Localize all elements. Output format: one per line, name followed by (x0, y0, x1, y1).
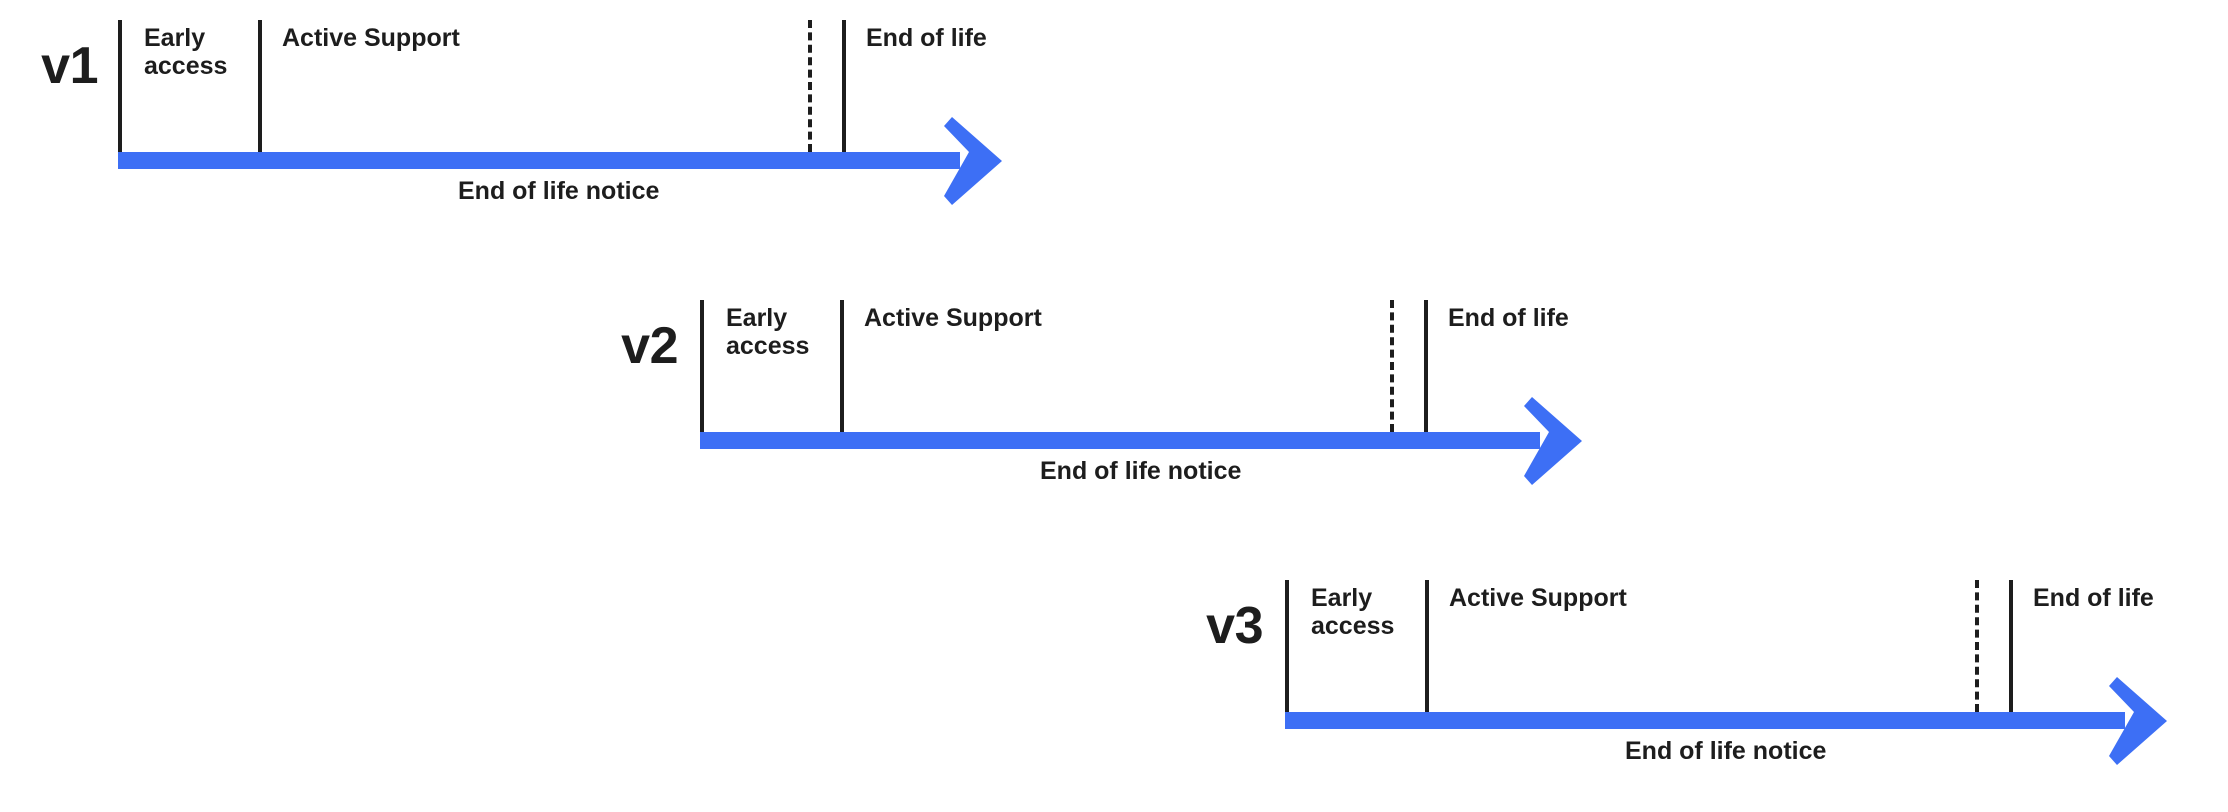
divider-active-support (1425, 580, 1429, 712)
phase-label-active-support: Active Support (864, 304, 1042, 332)
divider-end-of-life-notice (1390, 300, 1394, 432)
version-label-v1: v1 (41, 37, 98, 95)
timeline-bar-v3 (1285, 712, 2125, 729)
phase-label-end-of-life: End of life (2033, 584, 2154, 612)
divider-start (1285, 580, 1289, 712)
divider-end-of-life (2009, 580, 2013, 712)
phase-label-early-access: Early access (144, 24, 228, 80)
divider-end-of-life (842, 20, 846, 152)
divider-active-support (840, 300, 844, 432)
divider-active-support (258, 20, 262, 152)
phase-label-active-support: Active Support (282, 24, 460, 52)
timeline-bar-v2 (700, 432, 1540, 449)
divider-end-of-life (1424, 300, 1428, 432)
version-label-v2: v2 (621, 317, 678, 375)
phase-label-early-access: Early access (1311, 584, 1395, 640)
divider-start (700, 300, 704, 432)
label-end-of-life-notice: End of life notice (458, 177, 660, 205)
timeline-bar-v1 (118, 152, 960, 169)
phase-label-end-of-life: End of life (1448, 304, 1569, 332)
timeline-arrow-icon (1524, 397, 1582, 485)
timeline-arrow-icon (2109, 677, 2167, 765)
divider-end-of-life-notice (808, 20, 812, 152)
phase-label-active-support: Active Support (1449, 584, 1627, 612)
phase-label-early-access: Early access (726, 304, 810, 360)
phase-label-end-of-life: End of life (866, 24, 987, 52)
timeline-arrow-icon (944, 117, 1002, 205)
label-end-of-life-notice: End of life notice (1625, 737, 1827, 765)
label-end-of-life-notice: End of life notice (1040, 457, 1242, 485)
divider-start (118, 20, 122, 152)
divider-end-of-life-notice (1975, 580, 1979, 712)
version-label-v3: v3 (1206, 597, 1263, 655)
